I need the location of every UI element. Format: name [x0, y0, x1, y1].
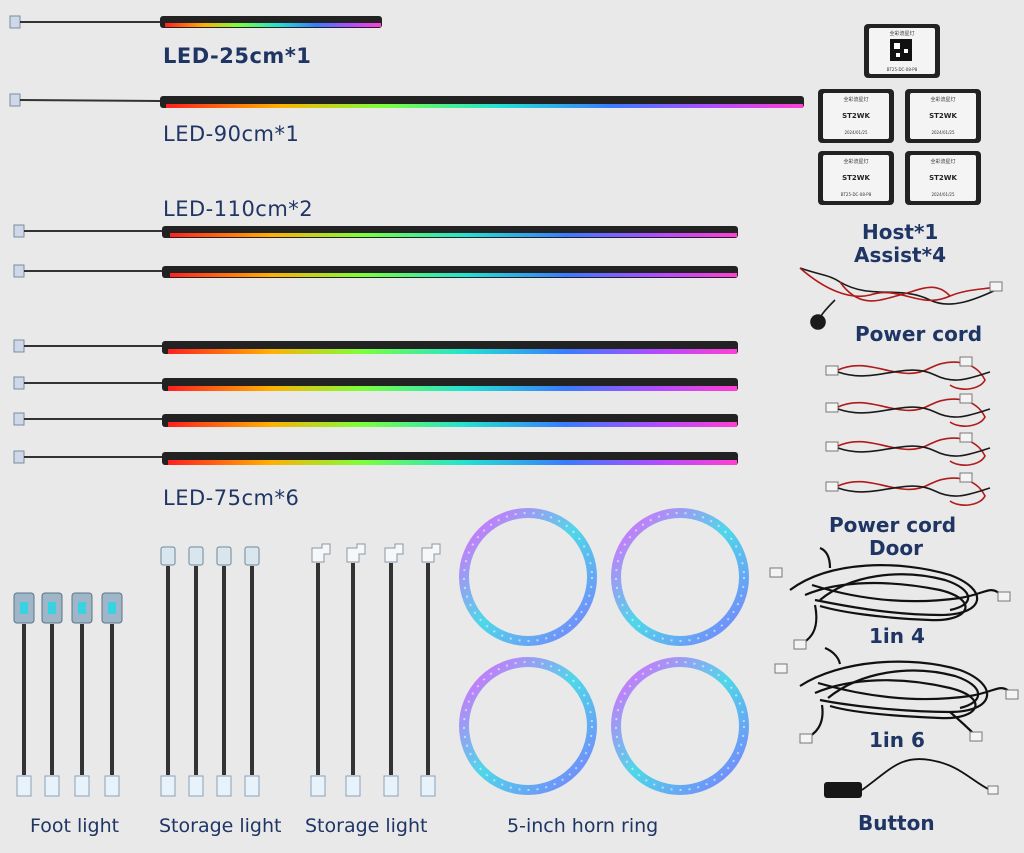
- storage-light-b-2: [345, 543, 366, 797]
- door-power-cord-4: [825, 472, 991, 506]
- foot-light-2: [41, 592, 63, 797]
- led-strip-90cm: [9, 93, 804, 108]
- led-strip-110cm-2: [13, 264, 738, 278]
- led-strip-75cm-4: [13, 450, 738, 465]
- assist-mark: ST2WK: [842, 112, 870, 120]
- assist-mark: ST2WK: [842, 174, 870, 182]
- power-cord: [799, 267, 1003, 330]
- assist-module-2: 全彩流星灯 ST2WK 2024/01/25: [905, 89, 981, 143]
- storage-light-a-1: [160, 546, 176, 797]
- assist-brand: 全彩流星灯: [843, 158, 868, 165]
- horn-ring-1: [459, 508, 597, 646]
- label-1in6: 1in 6: [869, 728, 925, 752]
- horn-ring-4: [611, 657, 749, 795]
- horn-ring-2: [611, 508, 749, 646]
- control-button: [824, 758, 999, 798]
- led-strip-110cm-1: [13, 224, 738, 238]
- assist-brand: 全彩流星灯: [843, 96, 868, 103]
- led-strip-25cm: [9, 15, 382, 29]
- assist-brand: 全彩流星灯: [930, 158, 955, 165]
- led-strip-75cm-2: [13, 376, 738, 391]
- label-1in4: 1in 4: [869, 624, 925, 648]
- assist-module-4: 全彩流星灯 ST2WK 2024/01/25: [905, 151, 981, 205]
- assist-mark: ST2WK: [929, 112, 957, 120]
- label-button: Button: [858, 811, 935, 835]
- host-module: 全彩流星灯 BT25-DC-08-P8: [864, 24, 940, 78]
- storage-light-a-2: [188, 546, 204, 797]
- host-brand: 全彩流星灯: [889, 30, 914, 37]
- door-power-cord-3: [825, 432, 991, 466]
- harness-1in6: [774, 646, 1019, 744]
- label-foot-light: Foot light: [30, 815, 120, 837]
- label-assist: Assist*4: [854, 243, 946, 267]
- horn-ring-3: [459, 657, 597, 795]
- foot-light-1: [13, 592, 35, 797]
- label-power-cord-door-line1: Power cord: [829, 513, 957, 537]
- door-power-cord-1: [825, 356, 991, 390]
- assist-brand: 全彩流星灯: [930, 96, 955, 103]
- host-code: BT25-DC-08-P8: [887, 67, 918, 72]
- label-power-cord-door-line2: Door: [869, 536, 923, 560]
- foot-light-3: [71, 592, 93, 797]
- assist-code: BT25-DC-08-P8: [841, 192, 872, 197]
- storage-light-a-3: [216, 546, 232, 797]
- label-storage-light-2: Storage light: [305, 815, 428, 837]
- label-led-25cm: LED-25cm*1: [163, 44, 312, 68]
- label-led-75cm: LED-75cm*6: [163, 486, 300, 510]
- label-storage-light-1: Storage light: [159, 815, 282, 837]
- storage-light-b-4: [420, 543, 441, 797]
- harness-1in4: [769, 546, 1011, 650]
- led-strip-75cm-1: [13, 339, 738, 354]
- label-host: Host*1: [862, 220, 939, 244]
- assist-module-1: 全彩流星灯 ST2WK 2024/01/25: [818, 89, 894, 143]
- assist-date: 2024/01/25: [931, 130, 955, 135]
- storage-light-a-4: [244, 546, 260, 797]
- storage-light-b-3: [383, 543, 404, 797]
- label-horn-ring: 5-inch horn ring: [507, 815, 659, 837]
- assist-mark: ST2WK: [929, 174, 957, 182]
- door-power-cord-2: [825, 393, 991, 427]
- label-led-110cm: LED-110cm*2: [163, 197, 314, 221]
- label-power-cord: Power cord: [855, 322, 983, 346]
- assist-date: 2024/01/25: [931, 192, 955, 197]
- foot-light-4: [101, 592, 123, 797]
- label-led-90cm: LED-90cm*1: [163, 122, 300, 146]
- assist-date: 2024/01/25: [844, 130, 868, 135]
- storage-light-b-1: [310, 543, 331, 797]
- assist-module-3: 全彩流星灯 ST2WK BT25-DC-08-P8: [818, 151, 894, 205]
- led-strip-75cm-3: [13, 412, 738, 427]
